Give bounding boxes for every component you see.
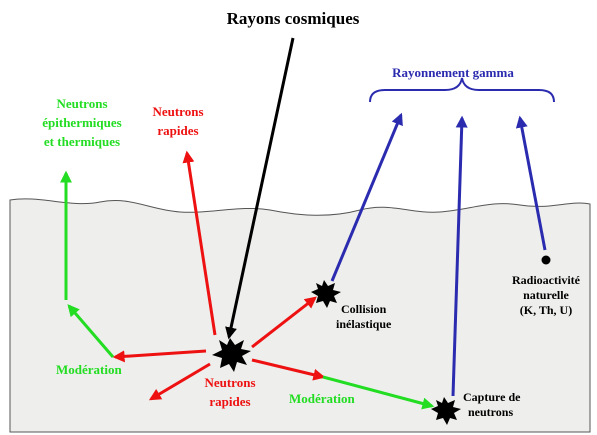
natural-line1: Radioactivité xyxy=(512,273,581,287)
gamma-brace xyxy=(370,78,554,102)
moderation-bottom-label: Modération xyxy=(289,391,355,406)
fast-neutrons-top-label: Neutrons rapides xyxy=(152,104,203,138)
natural-line2: naturelle xyxy=(523,288,569,302)
natural-radioactivity-dot xyxy=(542,256,551,265)
fast-center-line1: Neutrons xyxy=(204,375,255,390)
collision-line1: Collision xyxy=(341,302,387,316)
epithermal-line2: épithermiques xyxy=(42,115,121,130)
epithermal-label: Neutrons épithermiques et thermiques xyxy=(42,96,121,149)
collision-line2: inélastique xyxy=(336,317,392,331)
capture-line1: Capture de xyxy=(463,390,521,404)
fast-top-line1: Neutrons xyxy=(152,104,203,119)
moderation-left-label: Modération xyxy=(56,362,122,377)
cosmic-rays-title: Rayons cosmiques xyxy=(227,9,360,28)
fast-center-line2: rapides xyxy=(209,394,250,409)
fast-top-line2: rapides xyxy=(157,123,198,138)
gamma-label: Rayonnement gamma xyxy=(392,65,514,80)
epithermal-line3: et thermiques xyxy=(44,134,120,149)
natural-line3: (K, Th, U) xyxy=(520,303,572,317)
epithermal-line1: Neutrons xyxy=(56,96,107,111)
collision-label: Collision inélastique xyxy=(336,302,392,331)
capture-label: Capture de neutrons xyxy=(463,390,521,419)
capture-line2: neutrons xyxy=(468,405,513,419)
